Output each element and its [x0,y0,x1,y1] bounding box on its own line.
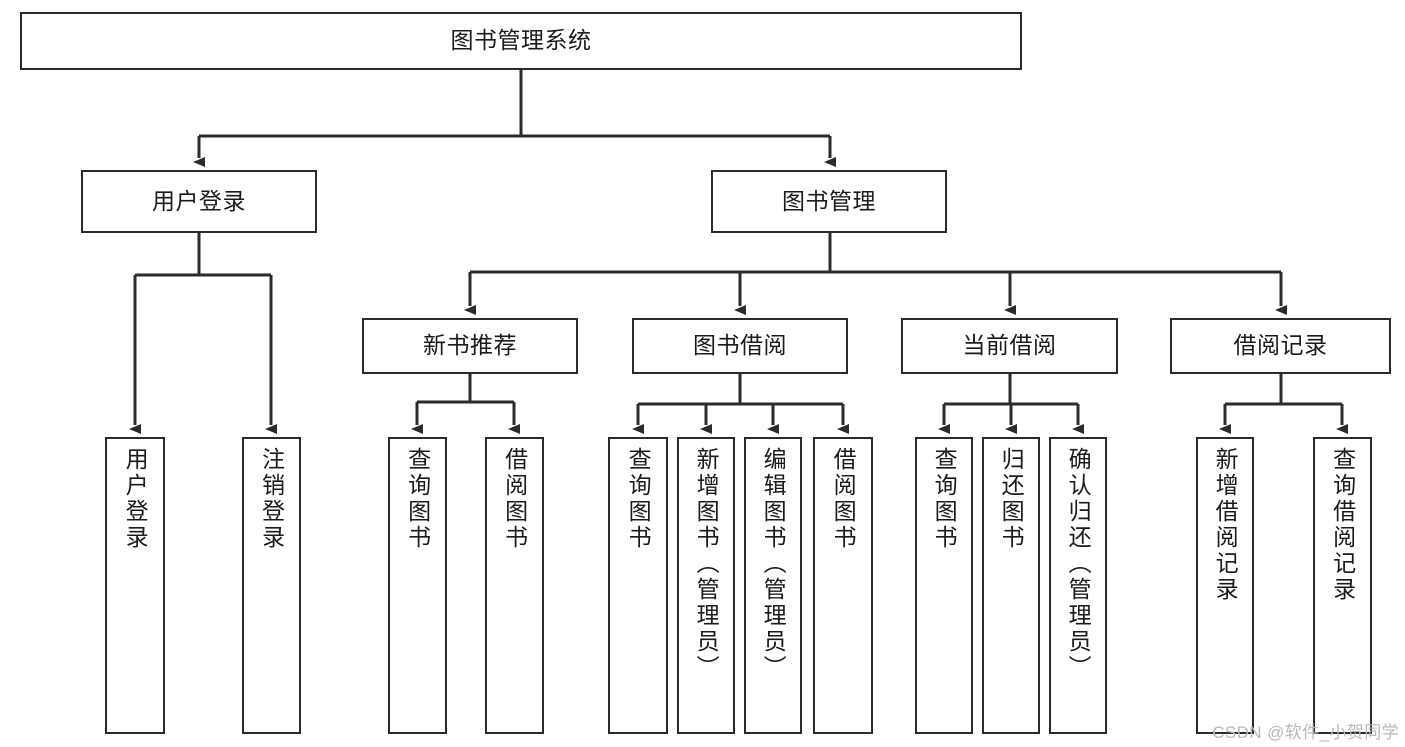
node-label: 编辑图书（管理员） [760,447,787,681]
node-label: 图书管理系统 [450,27,592,54]
node-label: 当前借阅 [962,332,1057,359]
leaf-current-return-book[interactable]: 归还图书 [982,437,1040,734]
leaf-record-query-record[interactable]: 查询借阅记录 [1313,437,1372,734]
node-root-book-management-system[interactable]: 图书管理系统 [20,12,1022,70]
node-label: 新书推荐 [423,332,517,359]
node-label: 用户登录 [122,447,149,551]
node-label: 新增借阅记录 [1212,447,1239,603]
node-label: 新增图书（管理员） [693,447,720,681]
leaf-record-add-record[interactable]: 新增借阅记录 [1196,437,1254,734]
leaf-user-login-logout[interactable]: 注销登录 [242,437,301,734]
node-label: 查询图书 [625,447,652,551]
node-book-management[interactable]: 图书管理 [711,170,947,233]
node-label: 图书借阅 [693,332,787,359]
node-book-borrow[interactable]: 图书借阅 [632,318,848,374]
node-label: 查询借阅记录 [1329,447,1356,603]
node-current-borrow[interactable]: 当前借阅 [901,318,1118,374]
leaf-current-confirm-return-admin[interactable]: 确认归还（管理员） [1049,437,1107,734]
node-label: 图书管理 [782,187,876,214]
node-user-login[interactable]: 用户登录 [81,170,317,233]
node-label: 借阅记录 [1233,332,1328,359]
node-label: 借阅图书 [830,447,857,551]
leaf-recommend-query-book[interactable]: 查询图书 [388,437,447,734]
csdn-watermark: CSDN @软件_小贺同学 [1212,723,1399,742]
node-label: 确认归还（管理员） [1065,447,1092,681]
leaf-current-query-book[interactable]: 查询图书 [915,437,973,734]
node-new-book-recommend[interactable]: 新书推荐 [362,318,578,374]
node-label: 归还图书 [998,447,1025,551]
node-label: 用户登录 [152,187,246,214]
leaf-borrow-add-book-admin[interactable]: 新增图书（管理员） [677,437,735,734]
leaf-borrow-edit-book-admin[interactable]: 编辑图书（管理员） [744,437,802,734]
node-label: 注销登录 [258,447,285,551]
node-borrow-record[interactable]: 借阅记录 [1170,318,1391,374]
leaf-borrow-query-book[interactable]: 查询图书 [608,437,668,734]
node-label: 查询图书 [404,447,431,551]
leaf-borrow-borrow-book[interactable]: 借阅图书 [813,437,873,734]
leaf-user-login-login[interactable]: 用户登录 [105,437,165,734]
node-label: 查询图书 [931,447,958,551]
node-label: 借阅图书 [501,447,528,551]
leaf-recommend-borrow-book[interactable]: 借阅图书 [485,437,544,734]
